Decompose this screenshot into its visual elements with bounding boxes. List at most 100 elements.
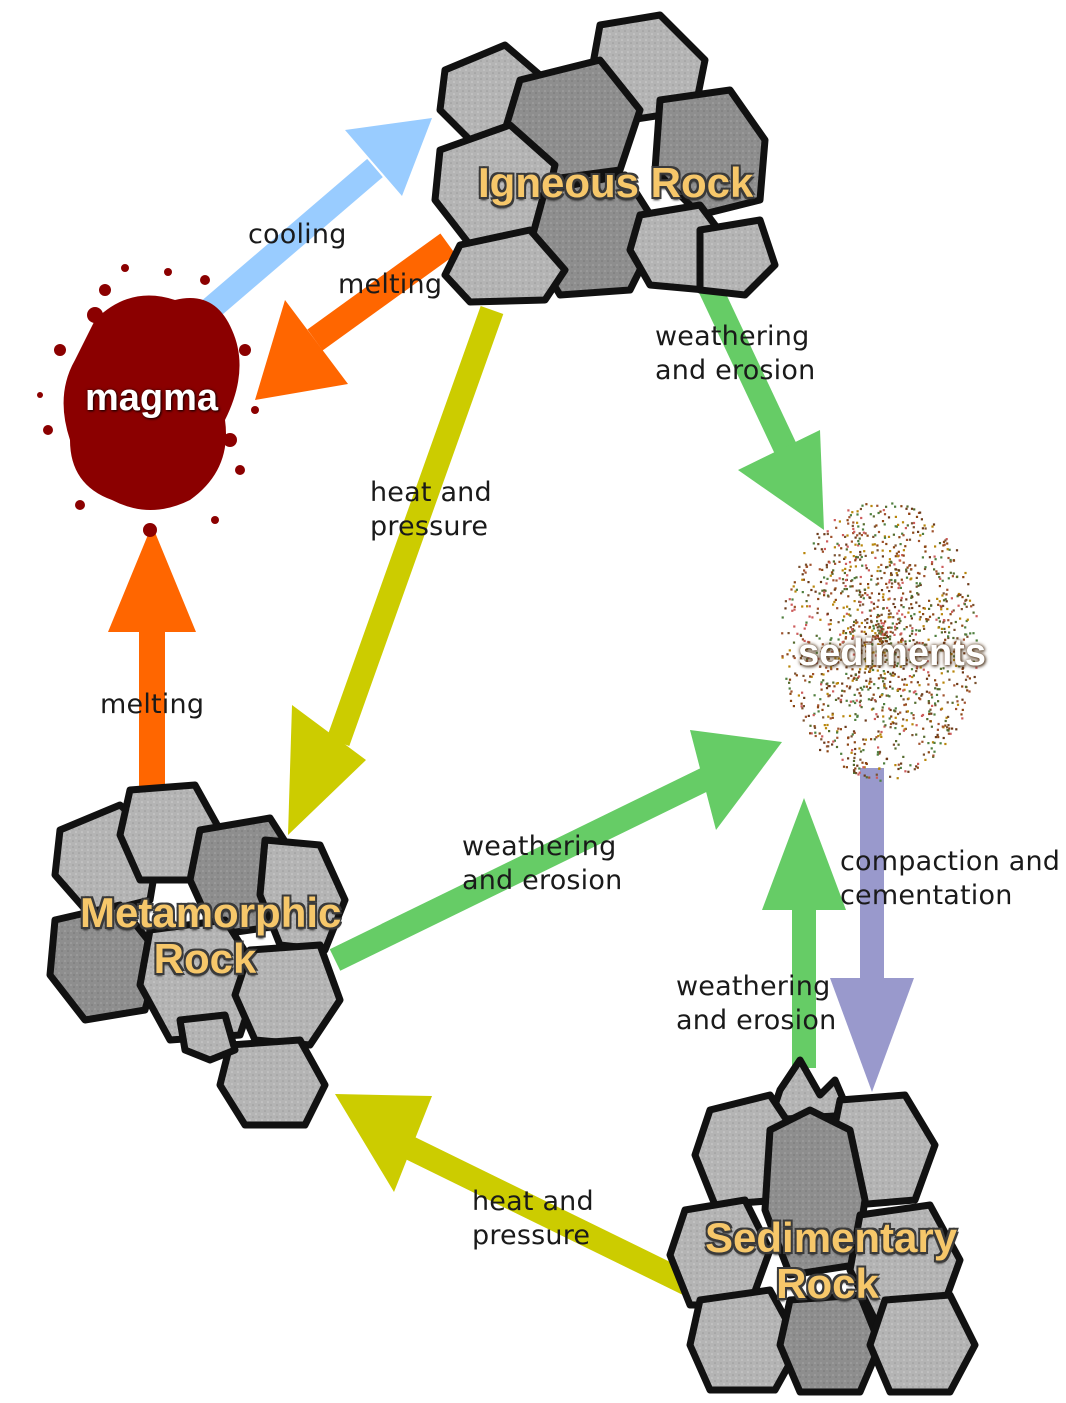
sediment-speck (852, 532, 855, 535)
sediment-speck (918, 604, 921, 608)
sediment-speck (933, 555, 936, 558)
sediment-speck (828, 561, 831, 564)
sediment-speck (851, 668, 854, 671)
metamorphic-rock-pile (46, 781, 349, 1129)
sediment-speck (859, 750, 863, 753)
sediment-speck (801, 591, 804, 594)
sediment-speck (887, 598, 890, 601)
sediment-speck (894, 580, 897, 583)
sediment-speck (863, 743, 866, 746)
sediment-speck (796, 632, 799, 635)
sediment-speck (846, 534, 849, 537)
sediment-speck (868, 682, 871, 685)
sediment-speck (901, 613, 904, 616)
sediment-speck (972, 603, 975, 607)
sediment-speck (821, 735, 824, 738)
sediment-speck (955, 642, 958, 645)
sediment-speck (894, 555, 897, 558)
sediment-speck (899, 711, 902, 714)
sediment-speck (813, 694, 816, 697)
sediment-speck (881, 627, 884, 631)
sediment-speck (876, 613, 879, 617)
sediment-speck (930, 747, 933, 750)
sediment-speck (966, 675, 969, 678)
sediment-speck (886, 606, 889, 610)
sediment-speck (947, 635, 950, 638)
sediment-speck (857, 542, 861, 545)
sediment-speck (896, 662, 899, 665)
sediment-speck (894, 716, 897, 719)
sediment-speck (863, 774, 866, 777)
sediment-speck (903, 703, 906, 707)
sediment-speck (934, 687, 937, 690)
sediment-speck (895, 525, 898, 528)
sediment-speck (809, 675, 812, 678)
sediment-speck (853, 741, 856, 744)
sediment-speck (885, 542, 888, 546)
sediment-speck (872, 535, 875, 538)
sediment-speck (957, 594, 960, 597)
sediment-speck (861, 761, 864, 764)
sediment-speck (852, 636, 855, 639)
sediment-speck (870, 698, 873, 701)
sediment-speck (895, 572, 898, 575)
sediment-speck (925, 643, 928, 646)
sediment-speck (793, 656, 796, 660)
sediment-speck (901, 649, 904, 652)
sediment-speck (881, 650, 884, 653)
sediment-speck (835, 682, 838, 685)
sediment-speck (947, 724, 950, 727)
sediment-speck (853, 731, 856, 734)
sediment-speck (961, 708, 964, 711)
sediment-speck (844, 579, 848, 582)
sediment-speck (852, 730, 856, 733)
sediment-speck (832, 603, 835, 606)
sediment-speck (884, 640, 887, 643)
sediment-speck (880, 589, 884, 592)
sediment-speck (942, 599, 946, 602)
sediment-speck (827, 648, 830, 651)
sediment-speck (879, 648, 882, 651)
sediment-speck (947, 577, 950, 580)
sediment-speck (862, 766, 865, 769)
sediment-speck (851, 733, 854, 736)
sediment-speck (963, 701, 966, 704)
sediment-speck (790, 690, 793, 693)
sediment-speck (928, 691, 931, 694)
sediment-speck (882, 593, 885, 596)
sediment-speck (859, 582, 862, 585)
sediment-speck (935, 693, 939, 696)
sediment-speck (882, 715, 885, 718)
sediment-speck (917, 762, 920, 765)
sediment-speck (875, 636, 879, 639)
sediment-speck (823, 547, 826, 551)
sediment-speck (964, 571, 967, 575)
sediment-speck (857, 675, 861, 678)
sediment-speck (923, 567, 927, 571)
sediment-speck (912, 659, 915, 662)
sediment-speck (889, 672, 892, 675)
sediment-speck (859, 604, 862, 607)
sediment-speck (912, 674, 915, 677)
sediment-speck (854, 619, 858, 622)
sediment-speck (869, 640, 872, 643)
sediment-speck (817, 657, 820, 660)
sediment-speck (885, 687, 888, 690)
sediment-speck (852, 763, 855, 766)
sediment-speck (891, 649, 894, 652)
sediment-speck (892, 616, 895, 619)
sediment-speck (792, 655, 795, 658)
label-weathering-metamorphic-line2: and erosion (462, 865, 623, 896)
sediment-speck (823, 741, 826, 744)
sediment-speck (942, 604, 945, 607)
sediment-speck (829, 622, 832, 626)
sediment-speck (841, 641, 844, 644)
sediment-speck (911, 675, 914, 679)
sediment-speck (922, 727, 925, 730)
sediment-speck (922, 607, 925, 610)
sediment-speck (894, 505, 897, 508)
sediment-speck (947, 556, 950, 560)
label-compaction: compaction and cementation (840, 845, 1060, 913)
sediment-speck (910, 617, 913, 620)
sediment-speck (843, 690, 846, 693)
